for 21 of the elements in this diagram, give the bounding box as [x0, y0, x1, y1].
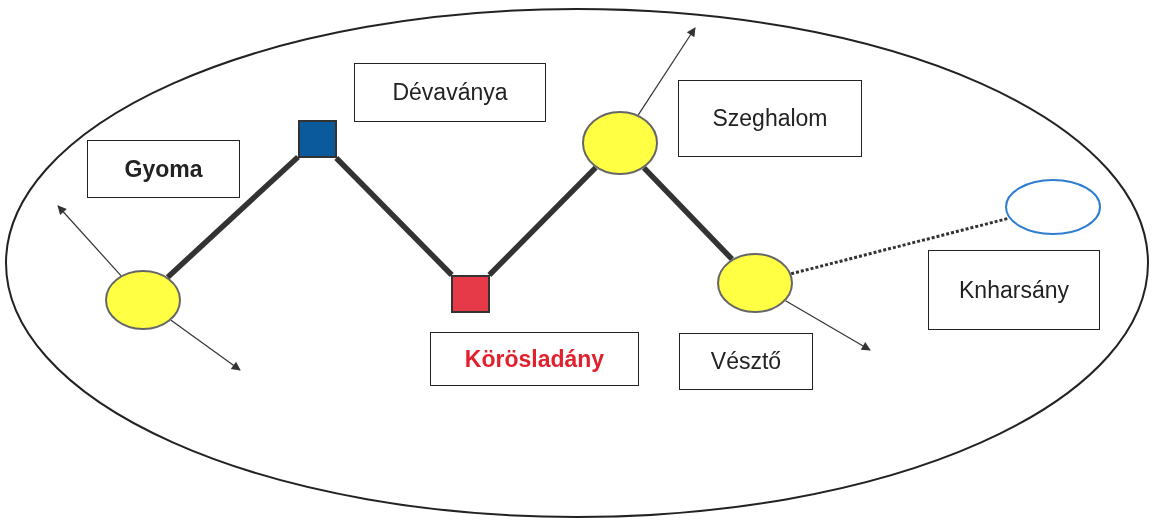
ellipse-marker [717, 253, 793, 313]
place-name-box: Knharsány [928, 250, 1100, 330]
place-name-box: Szeghalom [678, 80, 862, 157]
place-name-box: Vésztő [679, 333, 813, 390]
place-name-box: Dévaványa [354, 63, 546, 122]
place-name-box: Gyoma [87, 140, 240, 198]
connector-line [165, 154, 300, 280]
dotted-line [790, 216, 1010, 276]
ellipse-marker [105, 270, 181, 330]
connector-line [487, 165, 598, 277]
arrow [170, 319, 241, 371]
square-marker [298, 120, 337, 158]
ellipse-marker [1005, 179, 1101, 235]
arrow [785, 300, 871, 351]
square-marker [451, 275, 490, 313]
arrow [637, 27, 696, 116]
ellipse-marker [582, 111, 658, 175]
place-name-box: Körösladány [430, 332, 639, 386]
arrow [57, 205, 122, 277]
connector-line [334, 156, 454, 277]
connector-line [641, 165, 734, 262]
